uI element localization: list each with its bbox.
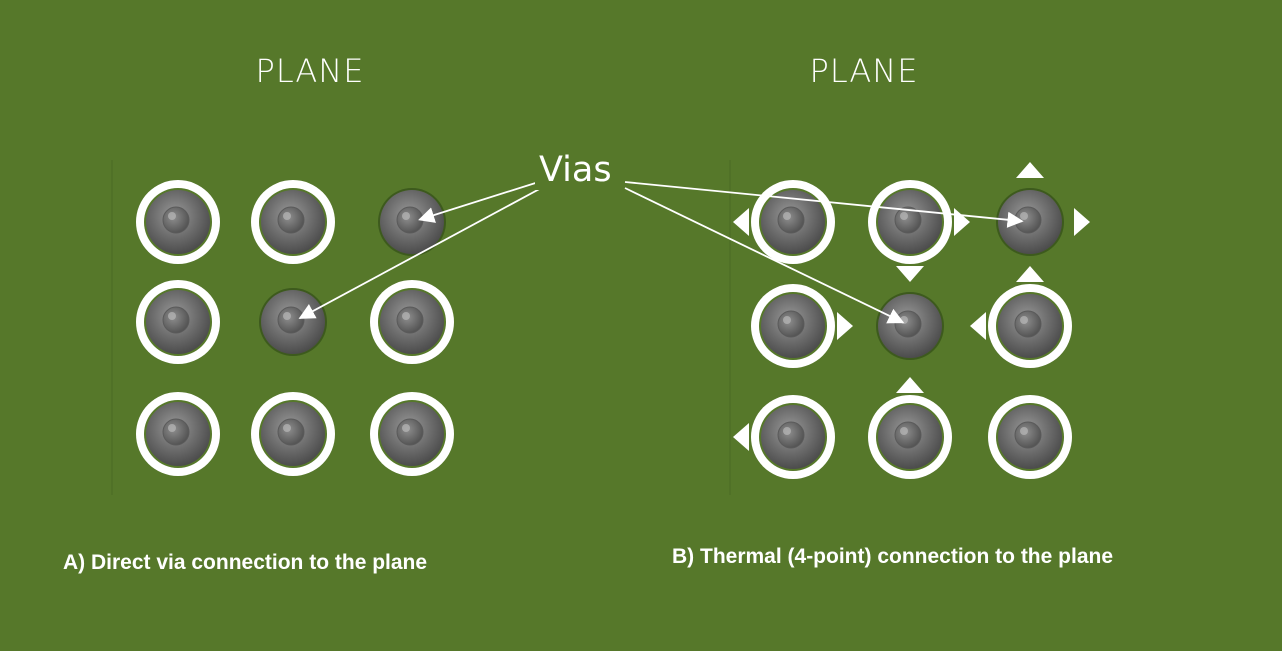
via-a-r1c3 <box>378 188 446 256</box>
via-a-r2c3 <box>370 280 454 364</box>
thermal-spoke-down <box>896 266 924 282</box>
via-hole-icon <box>162 306 190 334</box>
via-b-r2c1 <box>751 284 853 368</box>
via-a-r1c1 <box>136 180 220 264</box>
via-hole-icon <box>396 206 424 234</box>
caption-b: B) Thermal (4-point) connection to the p… <box>672 545 1113 568</box>
via-hole-icon <box>162 418 190 446</box>
via-hole-icon <box>396 306 424 334</box>
via-b-r2c3 <box>970 266 1072 368</box>
callout-arrows <box>298 179 1024 324</box>
vias-callout-label: Vias <box>535 150 616 190</box>
via-b-r1c1 <box>733 180 835 264</box>
via-hole-icon <box>894 421 922 449</box>
caption-a: A) Direct via connection to the plane <box>63 551 428 574</box>
callout-arrow <box>624 187 905 324</box>
thermal-spoke-right <box>1074 208 1090 236</box>
via-a-r3c1 <box>136 392 220 476</box>
callout-arrow <box>298 185 546 319</box>
via-a-r2c2 <box>259 288 327 356</box>
thermal-spoke-left <box>733 423 749 451</box>
plane-label-b: PLANE <box>809 52 919 90</box>
via-b-r3c3 <box>988 395 1072 479</box>
via-hole-icon <box>777 206 805 234</box>
via-a-r1c2 <box>251 180 335 264</box>
callout-arrow <box>624 181 1024 228</box>
via-a-r3c2 <box>251 392 335 476</box>
thermal-spoke-right <box>954 208 970 236</box>
via-b-r1c2 <box>868 180 970 282</box>
via-hole-icon <box>162 206 190 234</box>
via-a-r2c1 <box>136 280 220 364</box>
thermal-spoke-up <box>896 377 924 393</box>
callout-arrow <box>418 179 546 223</box>
via-b-r1c3 <box>996 162 1090 256</box>
via-hole-icon <box>277 206 305 234</box>
vias-layer <box>136 162 1090 479</box>
via-hole-icon <box>1014 310 1042 338</box>
via-hole-icon <box>777 310 805 338</box>
via-hole-icon <box>777 421 805 449</box>
via-hole-icon <box>1014 421 1042 449</box>
via-b-r3c1 <box>733 395 835 479</box>
via-b-r2c2 <box>876 292 944 360</box>
via-hole-icon <box>277 418 305 446</box>
via-hole-icon <box>894 310 922 338</box>
via-hole-icon <box>396 418 424 446</box>
thermal-spoke-up <box>1016 266 1044 282</box>
thermal-spoke-left <box>970 312 986 340</box>
thermal-spoke-left <box>733 208 749 236</box>
via-b-r3c2 <box>868 377 952 479</box>
via-a-r3c3 <box>370 392 454 476</box>
plane-label-a: PLANE <box>255 52 365 90</box>
thermal-spoke-right <box>837 312 853 340</box>
via-hole-icon <box>277 306 305 334</box>
thermal-spoke-up <box>1016 162 1044 178</box>
